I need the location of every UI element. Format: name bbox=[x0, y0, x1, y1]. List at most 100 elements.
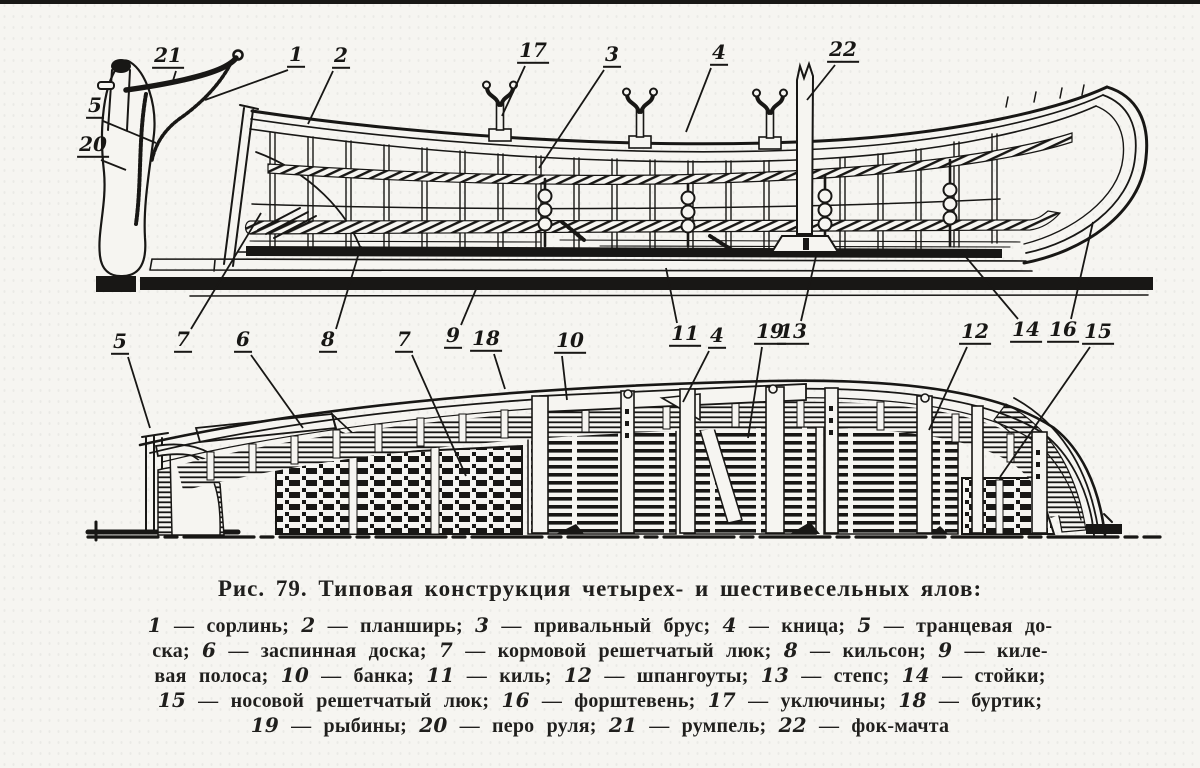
rudder-rope-texture bbox=[134, 92, 148, 226]
bow-grating-divider bbox=[995, 479, 1004, 535]
tiller bbox=[123, 55, 239, 93]
transom-posts bbox=[141, 432, 169, 534]
floor-plank-lines bbox=[249, 239, 1021, 248]
rudder-pintle-pin bbox=[97, 81, 115, 90]
rub-rail-inner bbox=[149, 387, 1095, 536]
aft-grating-divider-2 bbox=[430, 446, 440, 535]
leader-line-21 bbox=[171, 70, 177, 85]
keel-band bbox=[149, 258, 1033, 272]
fore-mast bbox=[796, 60, 815, 235]
leader-line-7 bbox=[190, 212, 262, 330]
leader-line-5 bbox=[127, 356, 151, 429]
interior-section-view bbox=[85, 379, 1162, 542]
mid-stringer bbox=[251, 198, 1001, 210]
stem-foot-tick bbox=[1103, 513, 1113, 523]
stem-inner-1 bbox=[1025, 94, 1137, 254]
legend-line: 1 — сорлинь; 2 — планширь; 3 — привальны… bbox=[147, 613, 1053, 637]
leader-line-14 bbox=[959, 249, 1019, 320]
callout-number-5: 5 bbox=[111, 328, 129, 355]
callout-number-5: 5 bbox=[86, 92, 104, 119]
transom-board bbox=[223, 104, 259, 267]
callout-number-15: 15 bbox=[1082, 318, 1114, 345]
figure-legend: 1 — сорлинь; 2 — планширь; 3 — привальны… bbox=[40, 613, 1160, 738]
callout-number-21: 21 bbox=[152, 42, 184, 69]
leader-line-11 bbox=[665, 267, 678, 324]
callout-number-4: 4 bbox=[708, 322, 726, 349]
legend-line: 15 — носовой решетчатый люк; 16 — форште… bbox=[157, 688, 1043, 712]
oarlock-mid bbox=[622, 87, 658, 149]
leader-line-19 bbox=[747, 346, 763, 439]
frame-bolt-dots bbox=[625, 406, 1040, 479]
callout-number-4: 4 bbox=[710, 42, 728, 66]
leader-line-22 bbox=[806, 64, 836, 101]
callout-number-12: 12 bbox=[959, 318, 991, 345]
section-frames bbox=[531, 386, 1048, 534]
rub-rail-outer bbox=[138, 379, 1107, 537]
callout-number-22: 22 bbox=[827, 36, 859, 63]
callout-number-7: 7 bbox=[174, 326, 192, 353]
stowed-spar-2 bbox=[708, 234, 734, 252]
stanchions bbox=[537, 158, 958, 248]
leader-line-4 bbox=[685, 67, 712, 133]
callout-number-11: 11 bbox=[669, 320, 701, 347]
leader-line-1 bbox=[204, 69, 289, 101]
callout-number-9: 9 bbox=[444, 322, 462, 349]
sorlin-rope bbox=[150, 61, 233, 162]
keel-strip-black bbox=[96, 276, 1153, 292]
legend-line: ска; 6 — заспинная доска; 7 — кормовой р… bbox=[152, 638, 1048, 662]
rail-bolt-circles bbox=[623, 384, 930, 403]
legend-line: вая полоса; 10 — банка; 11 — киль; 12 — … bbox=[154, 663, 1046, 687]
callout-number-6: 6 bbox=[234, 326, 252, 353]
callout-number-14: 14 bbox=[1010, 316, 1042, 343]
rudder-blade bbox=[98, 59, 156, 278]
callout-number-7: 7 bbox=[395, 326, 413, 353]
leader-line-12 bbox=[928, 346, 968, 431]
bow-grating bbox=[961, 477, 1056, 535]
stem-inner-2 bbox=[1023, 105, 1125, 245]
callout-number-10: 10 bbox=[554, 327, 586, 354]
baseline-wedges bbox=[556, 522, 948, 534]
callout-number-1: 1 bbox=[287, 41, 305, 68]
frame-head-slots bbox=[206, 398, 1015, 481]
callout-number-3: 3 bbox=[603, 41, 621, 68]
figure-caption: Рис. 79. Типовая конструкция четырех- и … bbox=[217, 576, 983, 601]
callout-leader-lines bbox=[100, 64, 1094, 478]
boat-construction-diagram bbox=[85, 49, 1162, 542]
rubbing-strake-hatched bbox=[267, 132, 1073, 186]
aft-grating-slats bbox=[257, 207, 317, 239]
mast-step-slot bbox=[803, 238, 809, 250]
rudder-head-knob bbox=[111, 59, 131, 73]
leader-line-7 bbox=[411, 354, 467, 477]
leader-line-6 bbox=[250, 354, 304, 429]
legend-line: 19 — рыбины; 20 — перо руля; 21 — румпел… bbox=[250, 713, 950, 737]
leader-line-9 bbox=[460, 286, 478, 326]
leader-line-5 bbox=[102, 120, 157, 144]
leader-line-16 bbox=[1070, 221, 1094, 320]
callout-number-13: 13 bbox=[777, 318, 809, 345]
tiller-end-ring bbox=[232, 49, 244, 61]
callout-number-19: 19 bbox=[754, 318, 786, 345]
oarlock-aft bbox=[482, 80, 518, 142]
keel-strip-underline bbox=[189, 294, 1149, 297]
leader-line-4 bbox=[682, 350, 710, 403]
leader-line-15 bbox=[999, 346, 1091, 478]
leader-line-20 bbox=[100, 159, 127, 171]
callout-number-8: 8 bbox=[319, 326, 337, 353]
leader-line-13 bbox=[800, 251, 818, 322]
callout-number-18: 18 bbox=[470, 325, 502, 352]
gunwale-line-3 bbox=[249, 105, 1097, 163]
callout-number-2: 2 bbox=[332, 42, 350, 69]
aft-grating bbox=[275, 444, 523, 535]
callout-number-20: 20 bbox=[77, 131, 109, 158]
callout-number-17: 17 bbox=[517, 37, 549, 64]
side-elevation-view bbox=[96, 49, 1153, 297]
stem-outer bbox=[1022, 85, 1149, 265]
keelson-hatched bbox=[244, 210, 1062, 235]
aft-grating-divider-1 bbox=[348, 449, 358, 535]
leader-line-10 bbox=[561, 355, 568, 401]
leader-line-2 bbox=[307, 70, 334, 125]
gunwale-line-2 bbox=[250, 94, 1104, 153]
bow-stem-line bbox=[1013, 397, 1099, 529]
bow-frame-ticks bbox=[1005, 84, 1085, 108]
